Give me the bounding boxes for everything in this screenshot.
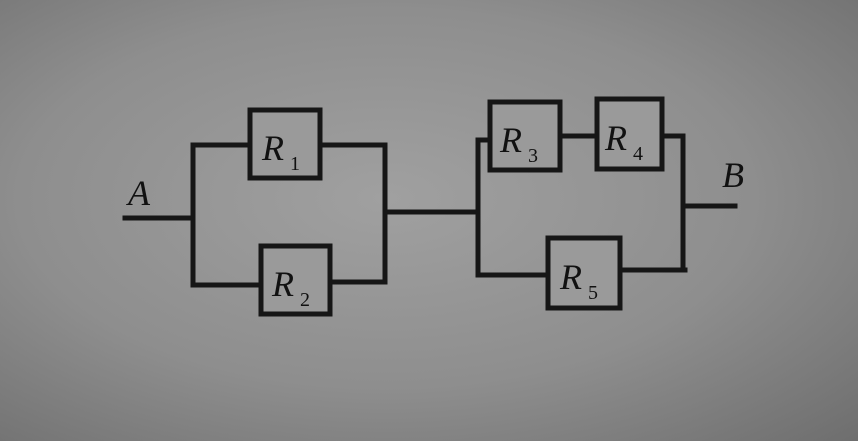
resistor-box (247, 107, 323, 181)
resistor-r2: R 2 (258, 243, 333, 317)
resistor-box (594, 96, 665, 172)
wire-r2-branch (190, 279, 388, 288)
wires (122, 133, 738, 288)
wire-r5-branch (475, 267, 688, 278)
resistor-label: R (499, 120, 522, 160)
resistor-label: R (604, 118, 627, 158)
node-a-label: A (126, 173, 151, 213)
resistor-subscript: 5 (588, 282, 598, 304)
node-b-label: B (722, 155, 744, 195)
resistor-r4: R 4 (594, 96, 665, 172)
resistor-r3: R 3 (487, 99, 563, 173)
resistor-label: R (261, 128, 284, 168)
resistor-subscript: 2 (300, 289, 310, 311)
resistor-r5: R 5 (545, 235, 623, 311)
resistor-r1: R 1 (247, 107, 323, 181)
resistor-box (258, 243, 333, 317)
resistor-label: R (271, 264, 294, 304)
resistor-subscript: 3 (528, 145, 538, 167)
resistor-box (545, 235, 623, 311)
resistor-box (487, 99, 563, 173)
resistor-label: R (559, 257, 582, 297)
resistor-subscript: 4 (633, 143, 643, 165)
resistor-subscript: 1 (290, 153, 300, 175)
